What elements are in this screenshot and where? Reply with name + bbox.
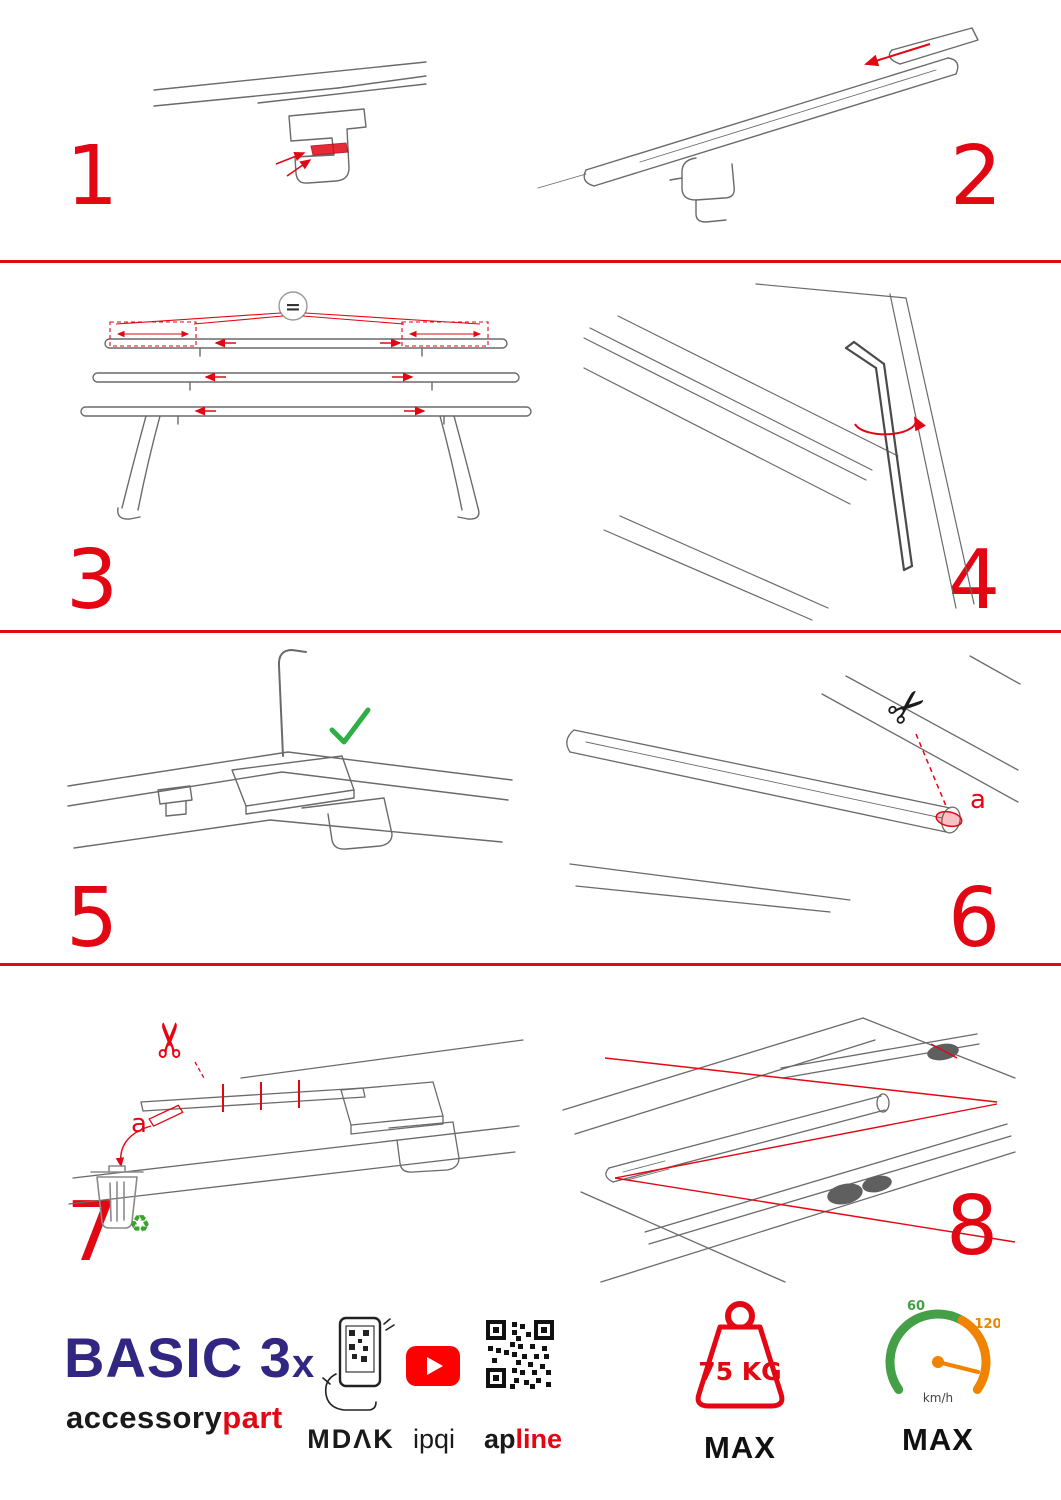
section-divider-1 <box>0 260 1061 263</box>
qr-code-icon <box>486 1320 556 1390</box>
part-a-label: a <box>131 1109 147 1139</box>
step-5-illustration <box>50 638 525 903</box>
alignment-lines <box>604 1057 1016 1243</box>
check-icon <box>329 707 371 745</box>
product-logo: BASIC 3x <box>64 1330 315 1386</box>
trash-icon <box>90 1165 144 1229</box>
product-quantity: x <box>291 1342 316 1386</box>
partner-apline: apline <box>478 1424 568 1455</box>
brand-primary: accessory <box>66 1400 223 1435</box>
step-2-illustration <box>520 20 1005 235</box>
t-bolt-details <box>827 1043 959 1205</box>
phone-scan-icon <box>314 1312 398 1416</box>
partner-ipqi: ipqi <box>412 1424 456 1454</box>
discard-arrow <box>115 1125 152 1168</box>
step-6-illustration: ✂ a <box>550 642 1025 914</box>
partner-line: line <box>515 1424 563 1454</box>
cutoff-piece <box>148 1104 184 1127</box>
step-1-illustration <box>140 50 440 235</box>
step-6-number: 6 <box>948 871 1001 966</box>
step-4-illustration <box>560 272 1020 624</box>
speed-unit: km/h <box>923 1391 953 1405</box>
youtube-icon <box>406 1346 460 1386</box>
step-7-number: 7 <box>66 1185 119 1280</box>
cut-line <box>915 733 947 807</box>
step-7-illustration: ✂ a ♻ <box>45 982 530 1247</box>
section-divider-2 <box>0 630 1061 633</box>
partner-ap: ap <box>483 1424 516 1454</box>
scissors-icon: ✂ <box>143 1020 199 1060</box>
equal-spacing-annotation: = <box>109 291 489 416</box>
section-divider-3 <box>0 963 1061 966</box>
clamp-pad-highlight <box>275 142 349 177</box>
step-4-number: 4 <box>948 533 1001 628</box>
product-name: BASIC 3 <box>64 1326 292 1389</box>
weight-limit-value: 75 KG <box>698 1357 781 1386</box>
step-1-number: 1 <box>66 129 119 224</box>
allen-key-icon <box>844 340 914 572</box>
step-3-illustration: = <box>50 282 555 537</box>
part-a-label: a <box>970 785 986 815</box>
step-8-number: 8 <box>946 1179 999 1274</box>
step-3-number: 3 <box>66 533 119 628</box>
step-2-number: 2 <box>950 129 1003 224</box>
speed-limit-block: 60 120 km/h MAX <box>874 1292 1002 1458</box>
scissors-icon: ✂ <box>875 674 939 740</box>
speedometer-icon: 60 120 km/h <box>885 1299 1000 1405</box>
speed-max-label: MAX <box>902 1422 974 1457</box>
cut-marks <box>222 1080 300 1112</box>
equal-sign-badge <box>278 291 308 321</box>
strip-end-highlight <box>935 810 963 828</box>
partner-mdak: MDΛK <box>307 1424 395 1454</box>
rotate-arrow <box>854 416 926 436</box>
slide-direction-arrow <box>864 43 931 67</box>
step-5-number: 5 <box>66 871 119 966</box>
brand-logo: accessorypart <box>66 1400 283 1436</box>
weight-limit-block: 75 KG MAX <box>672 1296 808 1466</box>
speed-tick-low: 60 <box>907 1299 925 1314</box>
step-8-illustration <box>545 982 1030 1287</box>
weight-icon: 75 KG <box>695 1301 785 1409</box>
recycle-icon: ♻ <box>129 1210 151 1238</box>
speed-tick-high: 120 <box>974 1317 1000 1332</box>
weight-max-label: MAX <box>704 1430 776 1465</box>
brand-secondary: part <box>222 1400 283 1435</box>
svg-text:=: = <box>285 296 301 318</box>
